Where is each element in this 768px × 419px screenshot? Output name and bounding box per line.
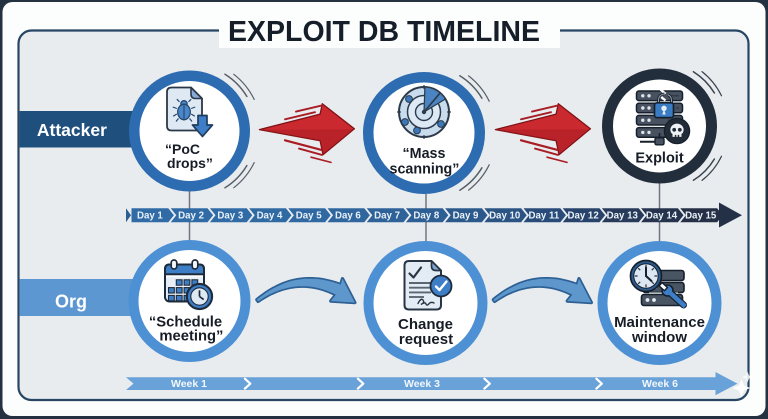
svg-text:drops”: drops”	[167, 155, 213, 171]
svg-text:Day 5: Day 5	[296, 211, 322, 222]
svg-text:Day 1: Day 1	[137, 211, 163, 222]
svg-text:Day 3: Day 3	[217, 211, 243, 222]
svg-text:window: window	[631, 329, 687, 346]
svg-text:scanning”: scanning”	[390, 162, 460, 178]
svg-text:Day 13: Day 13	[607, 211, 639, 222]
svg-text:meeting”: meeting”	[159, 328, 223, 344]
svg-text:Week 6: Week 6	[642, 378, 678, 390]
svg-text:Attacker: Attacker	[37, 120, 107, 140]
svg-text:Day 6: Day 6	[335, 211, 361, 222]
svg-text:Day 12: Day 12	[567, 211, 598, 222]
svg-text:Day 8: Day 8	[413, 211, 439, 222]
svg-text:“Schedule: “Schedule	[149, 314, 222, 330]
svg-text:Day 11: Day 11	[529, 211, 560, 222]
svg-text:Week 1: Week 1	[171, 378, 207, 390]
svg-text:Exploit: Exploit	[635, 151, 684, 167]
svg-text:EXPLOIT DB TIMELINE: EXPLOIT DB TIMELINE	[228, 16, 540, 48]
svg-text:Day 4: Day 4	[257, 211, 283, 222]
svg-text:Maintenance: Maintenance	[614, 314, 705, 331]
svg-text:“PoC: “PoC	[165, 141, 200, 157]
svg-text:Day 2: Day 2	[178, 211, 204, 222]
svg-text:request: request	[399, 331, 453, 348]
svg-text:Change: Change	[398, 316, 453, 333]
svg-text:Day 10: Day 10	[489, 211, 520, 222]
svg-text:“Mass: “Mass	[403, 146, 446, 162]
svg-text:Org: Org	[55, 292, 87, 312]
svg-text:Day 7: Day 7	[374, 211, 400, 222]
svg-text:Week 3: Week 3	[404, 378, 440, 390]
svg-text:Day 14: Day 14	[646, 211, 678, 222]
svg-text:Day 15: Day 15	[685, 211, 717, 222]
svg-text:Day 9: Day 9	[453, 211, 479, 222]
